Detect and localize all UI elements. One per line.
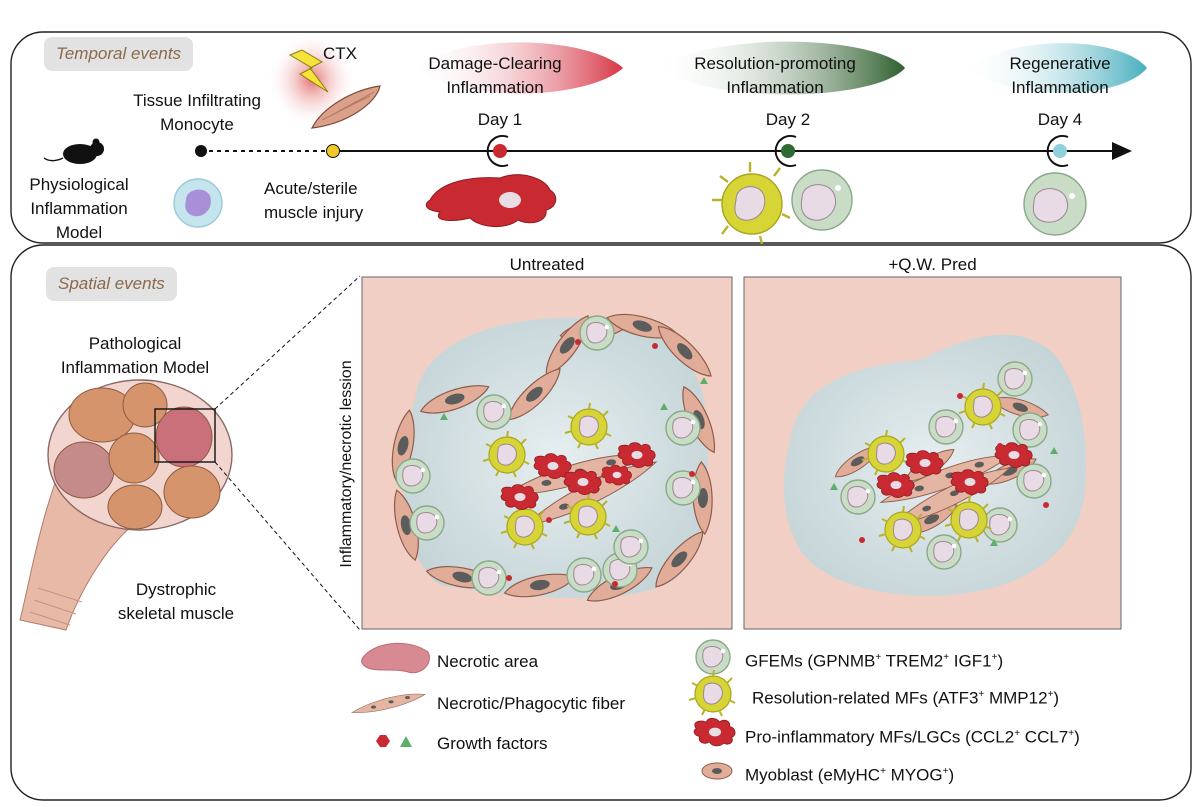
vertical-axis-label: Inflammatory/necrotic lession [338,360,355,568]
legend-growth-factors: Growth factors [437,734,548,753]
myoblast-icon [701,762,733,780]
muscle-bundle-illustration [19,379,233,631]
necrotic-fiber-icon [351,693,426,714]
day1-marker [493,144,507,158]
day1-label: Day 1 [477,110,523,129]
untreated-title: Untreated [509,255,585,274]
legend-gfem: GFEMs (GPNMB+ TREM2+ IGF1+) [745,651,1004,671]
legend-pro-inflammatory: Pro-inflammatory MFs/LGCs (CCL2+ CCL7+) [745,727,1080,747]
pathological-model-label: Pathological Inflammation Model [60,334,210,377]
timeline-arrowhead [1112,142,1132,160]
regenerative-label: Regenerative Inflammation [1009,54,1111,97]
untreated-cells [384,305,721,608]
growth-factors-icon [376,735,412,747]
temporal-events-tag: Temporal events [44,37,194,71]
spatial-events-tag: Spatial events [46,267,177,301]
dystrophic-muscle-label: Dystrophic skeletal muscle [117,580,235,623]
day2-marker [781,144,795,158]
necrotic-area-icon [361,642,430,674]
damage-clearing-cell [425,174,557,227]
pro-inflammatory-icon [693,717,736,747]
physiological-model-label: Physiological Inflammation Model [29,175,129,242]
legend-necrotic-fiber: Necrotic/Phagocytic fiber [437,694,626,713]
monocyte-label: Tissue Infiltrating Monocyte [133,91,261,134]
day4-label: Day 4 [1037,110,1083,129]
day4-marker [1053,144,1067,158]
treated-cells [830,361,1058,570]
resolution-promoting-label: Resolution-promoting Inflammation [694,54,856,97]
timeline-injury-dot [326,144,340,158]
resolution-mf-icon [688,669,736,717]
monocyte-cell [173,178,223,228]
spatial-frame [10,244,1192,801]
legend-necrotic-area: Necrotic area [437,652,539,671]
mouse-icon [43,138,104,164]
gfem-icon [695,639,731,675]
damage-clearing-label: Damage-Clearing Inflammation [428,54,562,97]
temporal-frame [10,31,1192,244]
resolution-wedge [652,41,905,95]
injury-label: Acute/sterile muscle injury [264,179,364,222]
resolution-cell [712,162,853,245]
regenerative-wedge [960,43,1147,93]
damage-clearing-wedge [410,42,623,94]
zoom-box [154,408,216,463]
timeline-start-dot [195,145,207,157]
lightning-icon [288,49,329,93]
regenerative-cell [1023,172,1087,236]
day2-label: Day 2 [765,110,811,129]
legend-resolution-mf: Resolution-related MFs (ATF3+ MMP12+) [752,688,1060,708]
legend-myoblast: Myoblast (eMyHC+ MYOG+) [745,765,955,785]
ctx-label: CTX [323,44,357,63]
treated-title: +Q.W. Pred [888,255,977,274]
